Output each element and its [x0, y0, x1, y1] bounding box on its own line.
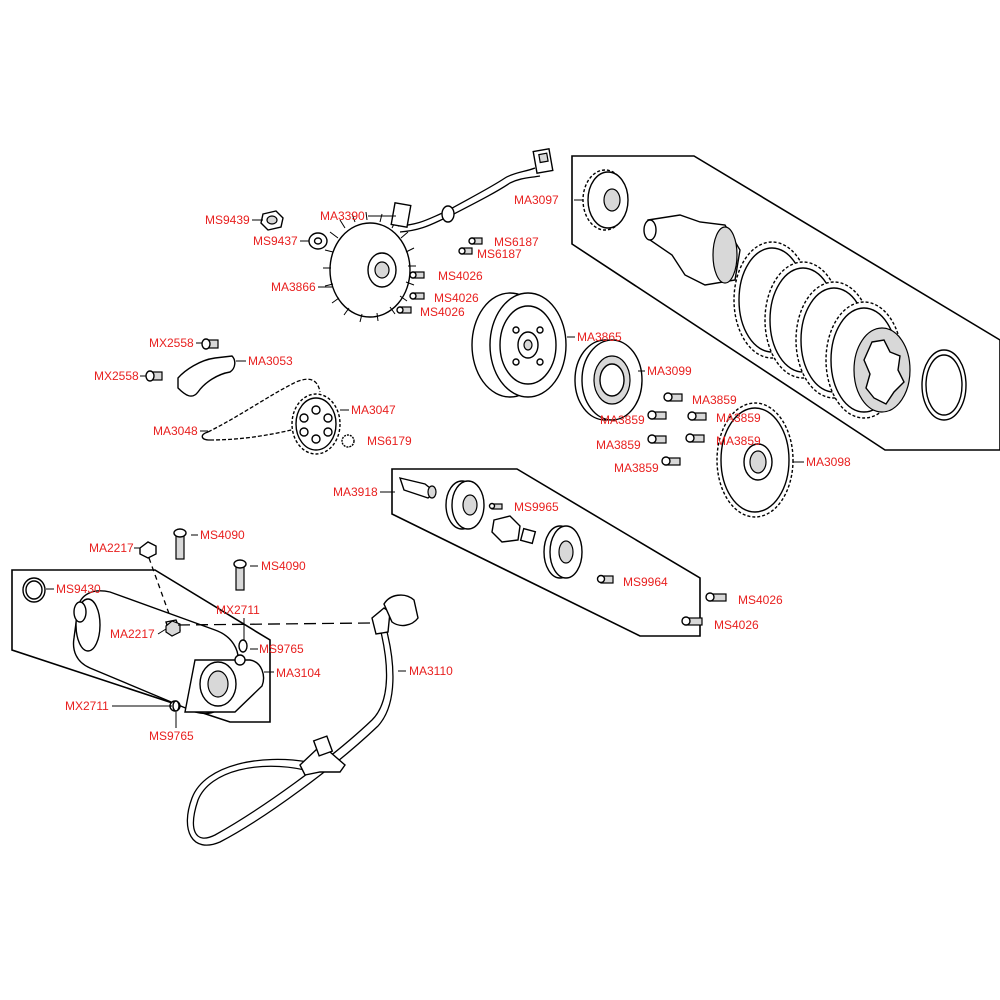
label-ma3859-f: MA3859 — [614, 461, 659, 475]
starter-clutch-group-frame — [391, 468, 701, 637]
bolt-mx2558-b[interactable] — [145, 370, 163, 382]
label-ms4090-a: MS4090 — [200, 528, 245, 542]
screw-ms9964[interactable] — [596, 574, 614, 584]
screw-ms9965[interactable] — [488, 502, 503, 510]
label-ms4026-a: MS4026 — [438, 269, 483, 283]
label-ma3859-a: MA3859 — [692, 393, 737, 407]
label-ms4026-e: MS4026 — [714, 618, 759, 632]
chain-guide-ma3053[interactable] — [177, 355, 236, 397]
bolt-mx2711-b[interactable] — [172, 700, 180, 712]
label-ma3097: MA3097 — [514, 193, 559, 207]
bolt-ms4090-b[interactable] — [233, 559, 247, 591]
screw-ms4026-c[interactable] — [396, 306, 412, 314]
starter-motor-ma3104[interactable] — [72, 590, 265, 715]
label-ms4026-d: MS4026 — [738, 593, 783, 607]
bolt-ma3859-f[interactable] — [661, 456, 681, 466]
label-ms9765-b: MS9765 — [149, 729, 194, 743]
clutch-assembly-ma3097[interactable] — [582, 169, 967, 421]
label-ma3110: MA3110 — [409, 664, 453, 678]
label-ma3104: MA3104 — [276, 666, 321, 680]
label-ma2217-a: MA2217 — [89, 541, 134, 555]
starter-cable-ma3110[interactable] — [186, 594, 419, 846]
label-ma3859-c: MA3859 — [600, 413, 645, 427]
label-mx2711-b: MX2711 — [65, 699, 109, 713]
washer-ms9437[interactable] — [308, 232, 328, 250]
label-ms9439: MS9439 — [205, 213, 250, 227]
starter-clutch-assembly-ma3918[interactable] — [398, 477, 583, 579]
label-ma3053: MA3053 — [248, 354, 293, 368]
label-ma3859-e: MA3859 — [596, 438, 641, 452]
flywheel-ma3865[interactable] — [471, 292, 567, 398]
label-mx2558-a: MX2558 — [149, 336, 194, 350]
label-ms4090-b: MS4090 — [261, 559, 306, 573]
stator-ma3866[interactable] — [323, 211, 416, 323]
label-ms6187-a: MS6187 — [494, 235, 539, 249]
starter-gear-ma3098[interactable] — [716, 402, 794, 518]
bolt-ma3859-d[interactable] — [685, 433, 705, 443]
label-ms4026-c: MS4026 — [420, 305, 465, 319]
bolt-ma3859-b[interactable] — [687, 411, 707, 421]
label-ma3859-d: MA3859 — [716, 434, 761, 448]
screw-ms6187-b[interactable] — [458, 247, 473, 255]
screw-ms4026-a[interactable] — [409, 271, 425, 279]
bolt-mx2711-a[interactable] — [238, 639, 248, 653]
nut-ma2217-b[interactable] — [165, 620, 181, 637]
starter-motor-group-frame — [11, 569, 271, 723]
label-ms9965: MS9965 — [514, 500, 559, 514]
nut-ma2217-a[interactable] — [139, 541, 157, 559]
sprocket-ma3047[interactable] — [291, 393, 341, 455]
label-ma3098: MA3098 — [806, 455, 851, 469]
label-ma3918: MA3918 — [333, 485, 378, 499]
label-ma3048: MA3048 — [153, 424, 198, 438]
label-ma2217-b: MA2217 — [110, 627, 155, 641]
label-ms4026-b: MS4026 — [434, 291, 479, 305]
label-ma3865: MA3865 — [577, 330, 622, 344]
label-ms9437: MS9437 — [253, 234, 298, 248]
label-ma3859-b: MA3859 — [716, 411, 761, 425]
label-ms6187-b: MS6187 — [477, 247, 522, 261]
label-ms6179: MS6179 — [367, 434, 412, 448]
wiring-harness-ma3390[interactable] — [390, 147, 554, 233]
screw-ms4026-b[interactable] — [409, 292, 425, 300]
clutch-group-frame — [571, 155, 1000, 451]
o-ring-ms9430[interactable] — [22, 577, 46, 603]
label-ms9765-a: MS9765 — [259, 642, 304, 656]
label-ma3099: MA3099 — [647, 364, 692, 378]
bolt-mx2558-a[interactable] — [201, 338, 219, 350]
starter-clutch-ma3099[interactable] — [574, 339, 643, 421]
nut-ms9439[interactable] — [260, 210, 284, 231]
label-mx2711-a: MX2711 — [216, 603, 260, 617]
bolt-ma3859-c[interactable] — [647, 410, 667, 420]
bolt-ms4090-a[interactable] — [173, 528, 187, 560]
label-ma3047: MA3047 — [351, 403, 396, 417]
bolt-ms4026-d[interactable] — [705, 592, 727, 602]
label-ms9964: MS9964 — [623, 575, 668, 589]
screw-ms6187-a[interactable] — [468, 237, 483, 245]
leader-lines — [46, 199, 804, 728]
bolt-ms4026-e[interactable] — [681, 616, 703, 626]
circlip-ms6179[interactable] — [341, 434, 355, 448]
label-ma3866: MA3866 — [271, 280, 316, 294]
label-ms9430: MS9430 — [56, 582, 101, 596]
bolt-ma3859-e[interactable] — [647, 434, 667, 444]
label-ma3390: MA3390 — [320, 209, 365, 223]
label-mx2558-b: MX2558 — [94, 369, 139, 383]
bolt-ma3859-a[interactable] — [663, 392, 683, 402]
